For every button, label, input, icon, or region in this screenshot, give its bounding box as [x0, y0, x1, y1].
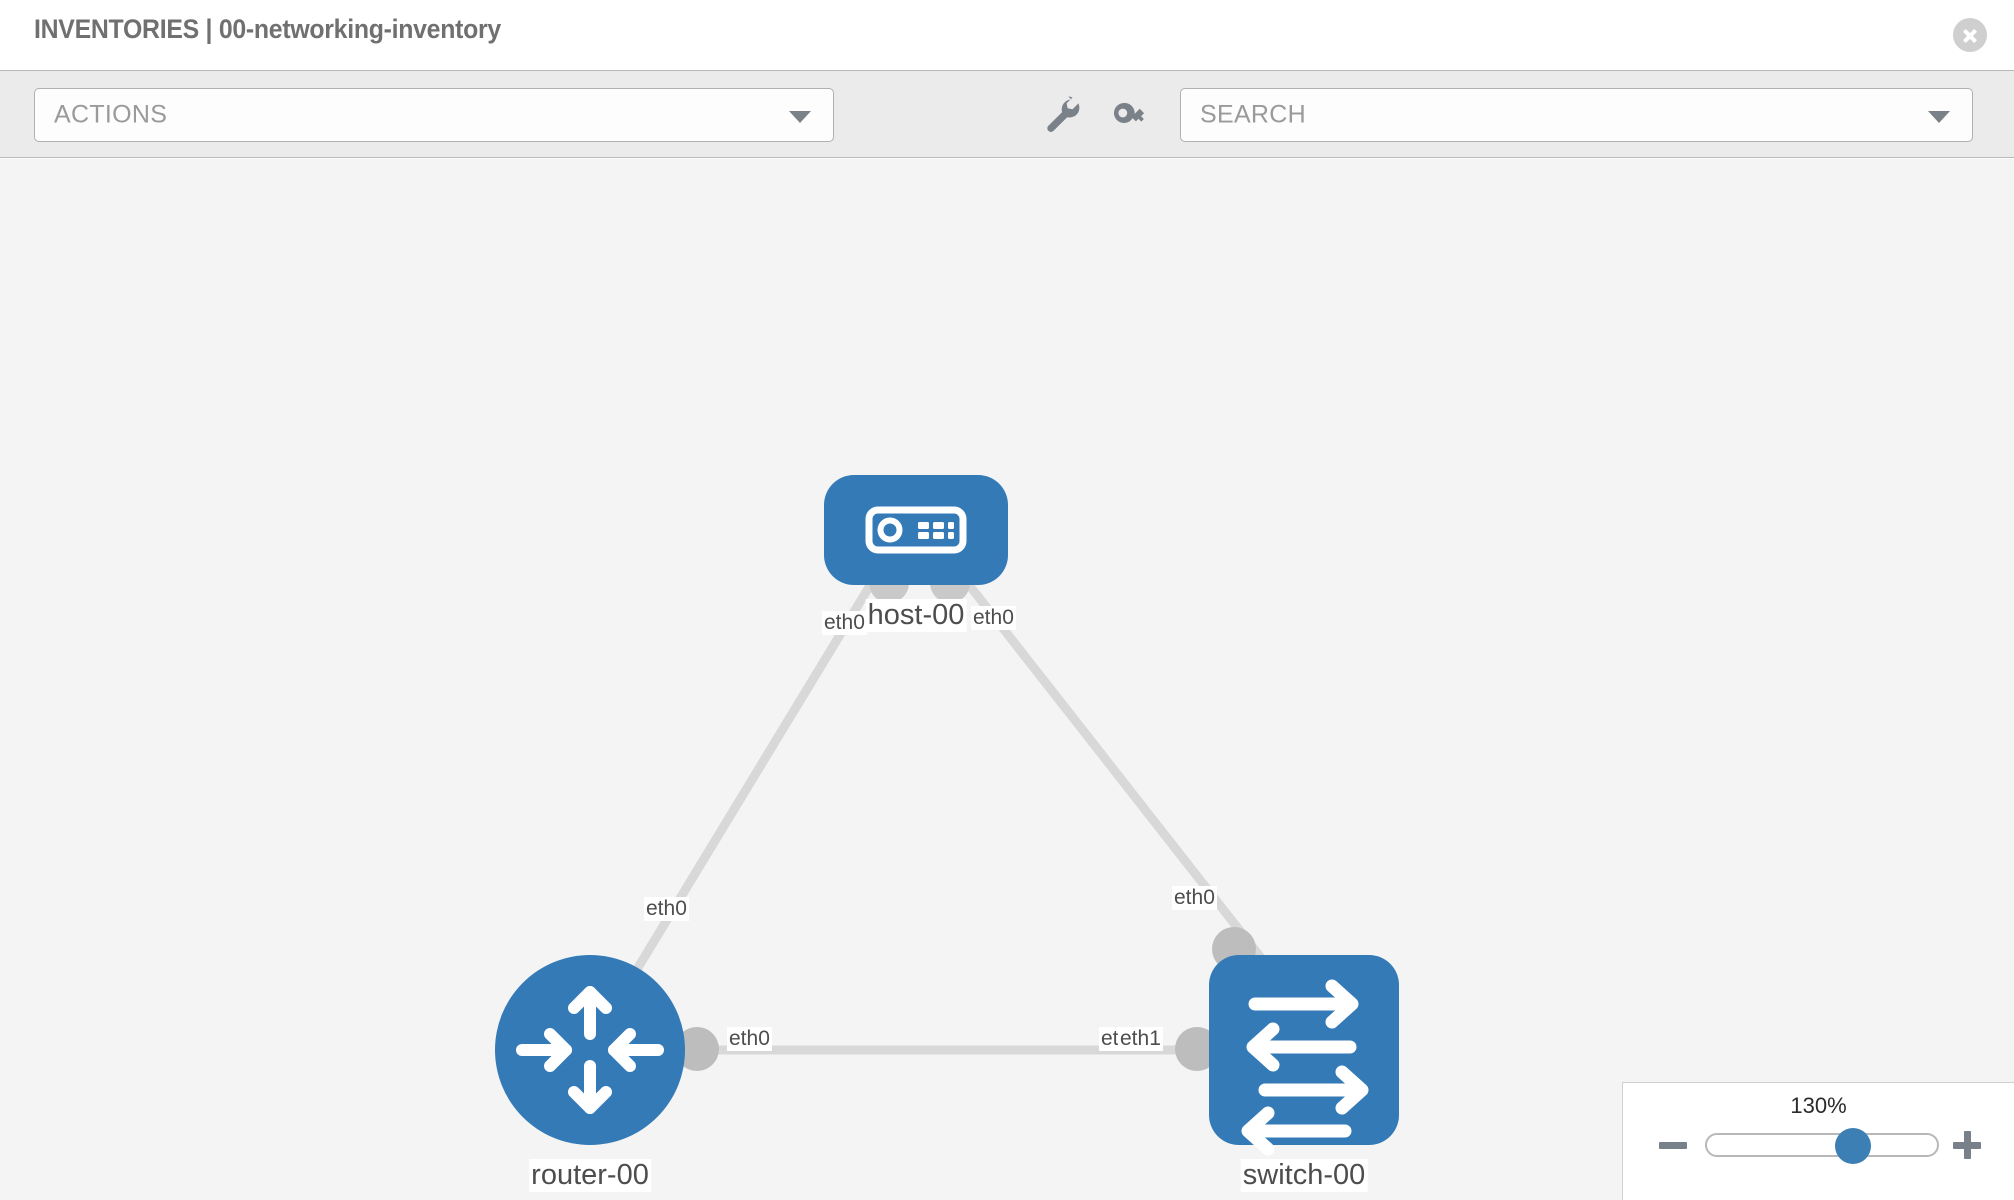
page-header: INVENTORIES | 00-networking-inventory	[0, 0, 2014, 70]
close-icon[interactable]	[1953, 18, 1987, 52]
iface-label-host-right: eth0	[971, 606, 1016, 631]
iface-label-switch-eth1: eth1	[1118, 1027, 1163, 1052]
chevron-down-icon	[1928, 111, 1950, 123]
node-label-host-00: host-00	[865, 599, 967, 633]
topology-graph	[495, 475, 1399, 1156]
node-switch-00[interactable]	[1209, 955, 1399, 1156]
toolbar: ACTIONS SEARCH	[0, 70, 2014, 158]
connector-router-eth0[interactable]	[675, 1027, 719, 1071]
zoom-out-button[interactable]	[1659, 1131, 1687, 1159]
iface-label-switch-up: eth0	[1172, 886, 1217, 911]
actions-dropdown[interactable]: ACTIONS	[34, 88, 834, 142]
wrench-icon[interactable]	[1040, 93, 1084, 137]
node-host-00[interactable]	[824, 475, 1008, 585]
node-router-00[interactable]	[495, 955, 685, 1145]
iface-label-router-up: eth0	[644, 897, 689, 922]
node-label-switch-00: switch-00	[1240, 1159, 1368, 1193]
search-input[interactable]: SEARCH	[1180, 88, 1973, 142]
connector-switch-eth1[interactable]	[1175, 1027, 1219, 1071]
zoom-slider[interactable]	[1705, 1128, 1939, 1164]
node-label-router-00: router-00	[529, 1159, 651, 1193]
iface-label-router-eth0: eth0	[727, 1027, 772, 1052]
key-icon[interactable]	[1108, 93, 1152, 137]
zoom-slider-thumb[interactable]	[1835, 1128, 1872, 1164]
topology-canvas[interactable]: host-00 router-00 switch-00 eth0 eth0 et…	[0, 159, 2014, 1200]
iface-label-host-left: eth0	[822, 611, 867, 636]
page-title: INVENTORIES | 00-networking-inventory	[34, 14, 501, 44]
search-placeholder: SEARCH	[1200, 100, 1306, 129]
zoom-control: 130%	[1622, 1082, 2014, 1200]
topology-links	[621, 564, 1266, 1055]
chevron-down-icon	[789, 111, 811, 123]
zoom-percent-label: 130%	[1790, 1093, 1847, 1118]
actions-dropdown-label: ACTIONS	[54, 100, 168, 129]
topology-connectors	[675, 563, 1256, 1071]
zoom-in-button[interactable]	[1953, 1131, 1981, 1159]
